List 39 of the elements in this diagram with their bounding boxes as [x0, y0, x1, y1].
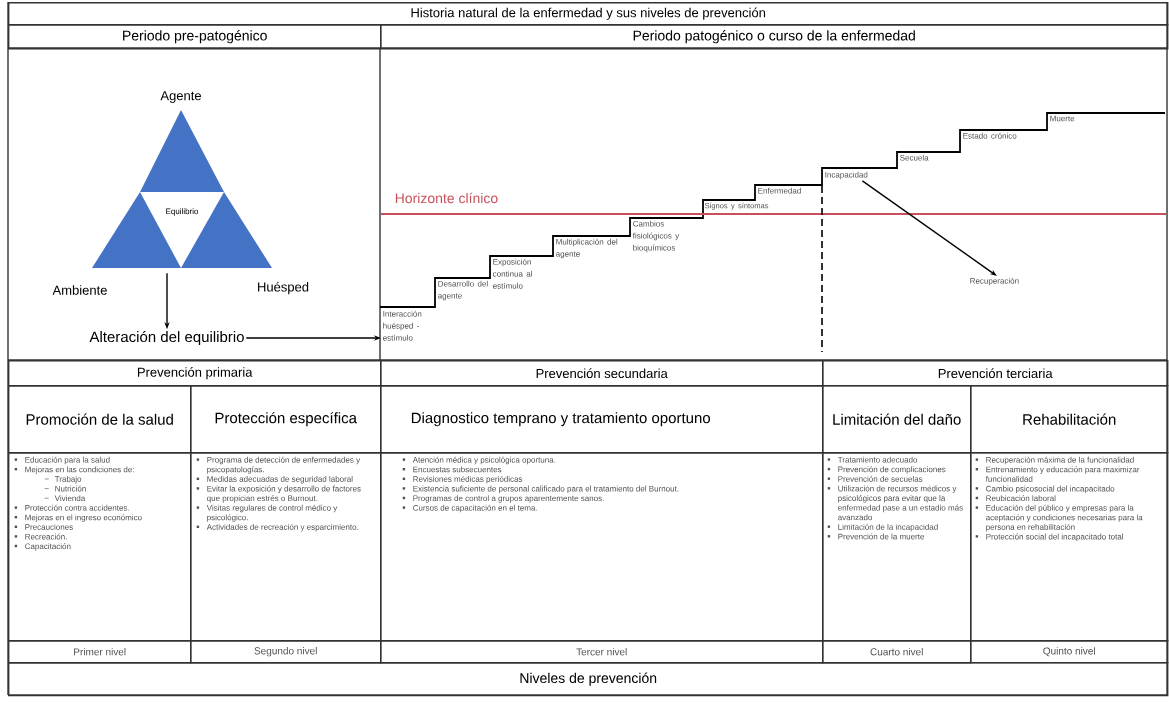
triangle-label: Equilibrio: [166, 208, 199, 216]
header-cell: Limitación del daño: [822, 385, 972, 454]
level-cell: Quinto nivel: [970, 640, 1169, 664]
vertex-label: Huésped: [258, 281, 309, 295]
header-cell: Rehabilitación: [970, 385, 1169, 454]
title-cell: Historia natural de la enfermedad y sus niveles de prevención: [8, 2, 1169, 26]
step-label: Incapacidad: [825, 171, 868, 180]
header-cell: Promoción de la salud: [8, 385, 192, 454]
header-cell: Prevención primaria: [8, 360, 382, 387]
arrow: [861, 180, 997, 276]
step-label: Muerte: [1050, 115, 1075, 122]
vertex-label: Ambiente: [52, 285, 107, 295]
header-cell: Periodo pre-patogénico: [8, 24, 382, 50]
header-cell: Diagnostico temprano y tratamiento oportuno: [380, 385, 824, 454]
header-cell: Prevención terciaria: [822, 360, 1169, 387]
horizon-label: Horizonte clínico: [395, 192, 498, 204]
footer-cell: Niveles de prevención: [8, 662, 1169, 697]
step-label: Secuela: [900, 154, 929, 161]
level-cell: Tercer nivel: [380, 640, 824, 664]
step-label: Cambios fisiológicos y bioquímicos: [632, 220, 680, 253]
flow-label: Alteración del equilibrio: [89, 330, 244, 346]
list-cell: Tratamiento adecuado Prevención de complicaciones Prevención de secuelas Utilización de recursos médicos y psicológicos para evitar que la enfermedad pase a un estadio más avanzado Limitación de la incapacidad Prevención de la muerte: [822, 452, 972, 642]
step-label: Estado crónico: [963, 132, 1017, 139]
list-cell: Educación para la salud Mejoras en las condiciones de: Trabajo Nutrición Vivienda Protección contra accidentes. Mejoras en el ingreso económico Precauciones Recreación. Capacitación: [8, 452, 192, 642]
level-cell: Cuarto nivel: [822, 640, 972, 664]
header-cell: Prevención secundaria: [380, 360, 824, 387]
list-cell: Atención médica y psicológica oportuna. Encuestas subsecuentes Revisiones médicas periódicas Existencia suficiente de personal calificado para el tratamiento del Burnout. Programas de control a grupos aparentemente sanos. Cursos de capacitación en el tema.: [380, 452, 824, 642]
list-cell: Recuperación máxima de la funcionalidad Entrenamiento y educación para maximizar funcionalidad Cambio psicosocial del incapacitado Reubicación laboral Educación del público y empresas para la aceptación y condiciones necesarias para la persona en rehabilitación Protección social del incapacitado total: [970, 452, 1169, 642]
outcome-label: Recuperación: [970, 277, 1019, 286]
step-label: Interacción huésped - estímulo: [383, 310, 422, 341]
list-cell: Programa de detección de enfermedades y psicopatologías. Medidas adecuadas de seguridad laboral Evitar la exposición y desarrollo de factores que propician estrés o Burnout. Visitas regulares de control médico y psicológico. Actividades de recreación y esparcimiento.: [190, 452, 382, 642]
step-label: Multiplicación del agente: [556, 238, 618, 259]
step-label: Desarrollo del agente: [438, 280, 488, 301]
level-cell: Segundo nivel: [190, 640, 382, 664]
step-label: Enfermedad: [758, 187, 801, 194]
header-cell: Periodo patogénico o curso de la enfermedad: [380, 24, 1169, 50]
level-cell: Primer nivel: [8, 640, 192, 664]
step-label: Exposición continua al estímulo: [493, 258, 532, 289]
header-cell: Protección específica: [190, 385, 382, 454]
